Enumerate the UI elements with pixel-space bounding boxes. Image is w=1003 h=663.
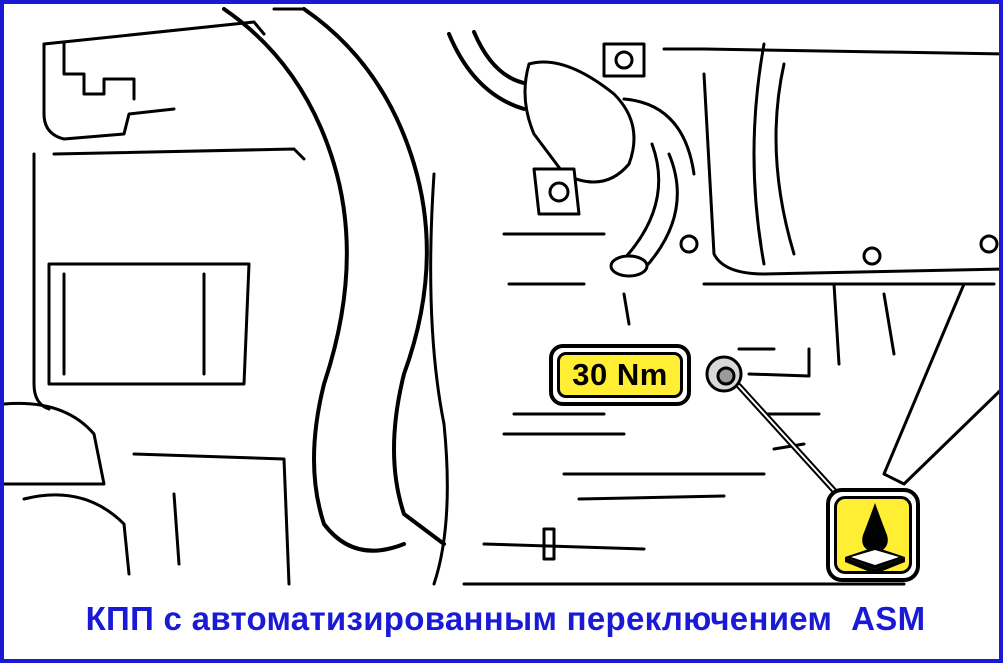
torque-badge: 30 Nm	[549, 344, 691, 406]
torque-label: 30 Nm	[557, 352, 683, 398]
diagram-caption: КПП с автоматизированным переключением A…	[85, 600, 926, 637]
gearbox-line-drawing	[4, 7, 999, 586]
oil-drop-icon	[845, 503, 905, 574]
oil-drain-symbol	[826, 488, 920, 582]
